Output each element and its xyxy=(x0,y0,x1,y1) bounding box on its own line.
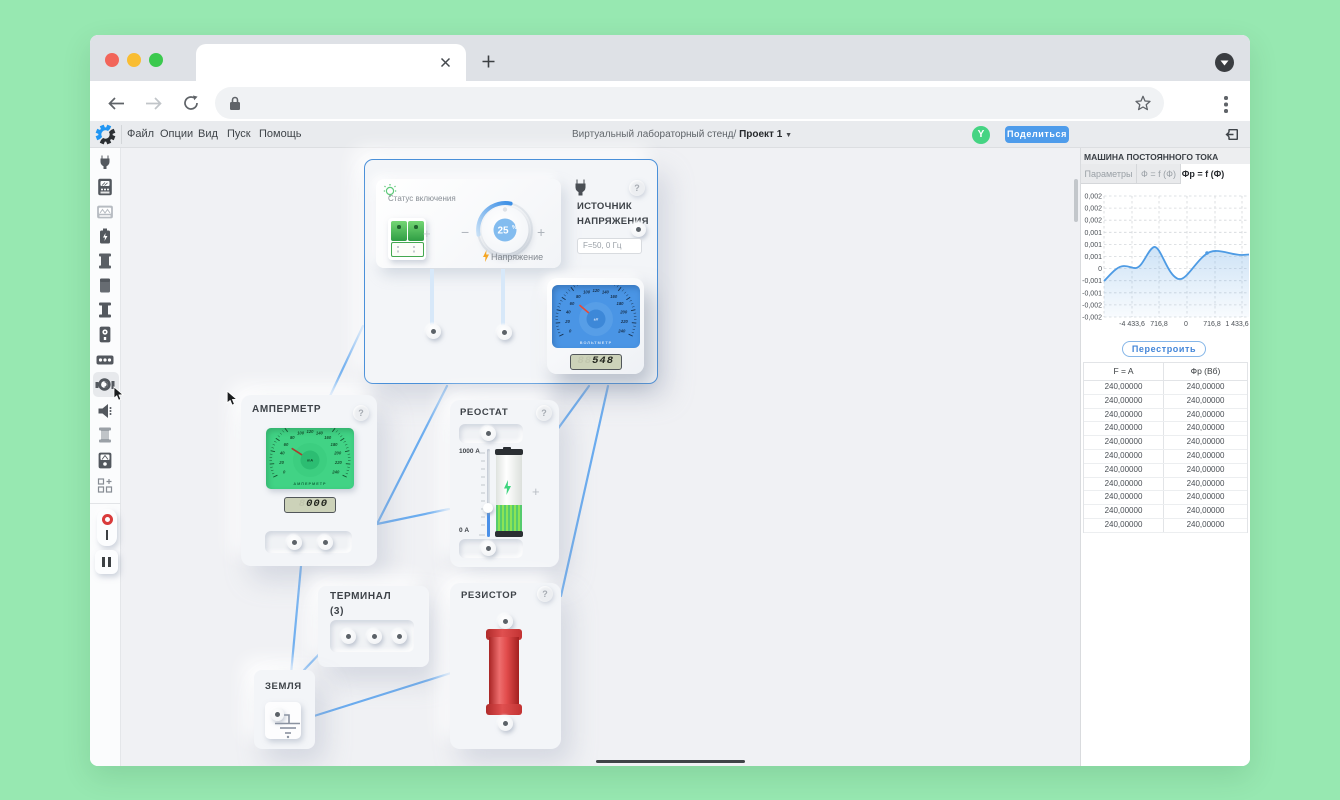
svg-text:140: 140 xyxy=(316,430,324,435)
svg-text:20: 20 xyxy=(278,460,284,465)
svg-text:220: 220 xyxy=(620,319,629,324)
svg-text:160: 160 xyxy=(610,294,618,299)
svg-text:120: 120 xyxy=(593,288,601,293)
svg-text:ВОЛЬТМЕТР: ВОЛЬТМЕТР xyxy=(580,341,612,345)
svg-text:0,001: 0,001 xyxy=(1084,254,1102,261)
svg-text:160: 160 xyxy=(324,435,332,440)
svg-text:716,8: 716,8 xyxy=(1150,321,1168,328)
svg-text:mA: mA xyxy=(307,459,313,463)
svg-text:0: 0 xyxy=(1098,266,1102,273)
svg-text:-0,002: -0,002 xyxy=(1082,302,1102,309)
svg-text:-0,001: -0,001 xyxy=(1082,290,1102,297)
svg-text:240: 240 xyxy=(331,469,340,474)
svg-text:0,001: 0,001 xyxy=(1084,230,1102,237)
svg-text:220: 220 xyxy=(334,460,343,465)
svg-text:0: 0 xyxy=(1184,321,1188,328)
svg-text:120: 120 xyxy=(307,429,315,434)
svg-text:200: 200 xyxy=(619,310,628,315)
svg-text:0,002: 0,002 xyxy=(1084,194,1102,201)
svg-text:60: 60 xyxy=(284,442,289,447)
svg-text:20: 20 xyxy=(564,319,570,324)
svg-text:%: % xyxy=(512,225,517,231)
svg-text:0,002: 0,002 xyxy=(1084,218,1102,225)
svg-text:0,002: 0,002 xyxy=(1084,206,1102,213)
svg-text:25: 25 xyxy=(497,226,509,237)
svg-text:716,8: 716,8 xyxy=(1203,321,1221,328)
svg-text:0: 0 xyxy=(283,469,286,474)
svg-text:100: 100 xyxy=(297,430,305,435)
svg-text:80: 80 xyxy=(290,435,295,440)
svg-text:180: 180 xyxy=(331,442,339,447)
svg-text:180: 180 xyxy=(617,301,625,306)
svg-text:80: 80 xyxy=(576,294,581,299)
svg-text:АМПЕРМЕТР: АМПЕРМЕТР xyxy=(293,482,326,486)
svg-text:-0,002: -0,002 xyxy=(1082,315,1102,322)
svg-text:1 433,6: 1 433,6 xyxy=(1225,321,1248,328)
svg-text:200: 200 xyxy=(333,451,342,456)
svg-text:60: 60 xyxy=(570,301,575,306)
svg-text:-0,001: -0,001 xyxy=(1082,278,1102,285)
svg-text:-4 433,6: -4 433,6 xyxy=(1119,321,1145,328)
svg-text:0,001: 0,001 xyxy=(1084,242,1102,249)
svg-text:0: 0 xyxy=(569,328,572,333)
svg-text:140: 140 xyxy=(602,289,610,294)
svg-text:100: 100 xyxy=(583,289,591,294)
svg-text:240: 240 xyxy=(617,328,626,333)
svg-text:40: 40 xyxy=(279,451,285,456)
svg-text:±V: ±V xyxy=(594,318,599,322)
svg-text:40: 40 xyxy=(565,310,571,315)
